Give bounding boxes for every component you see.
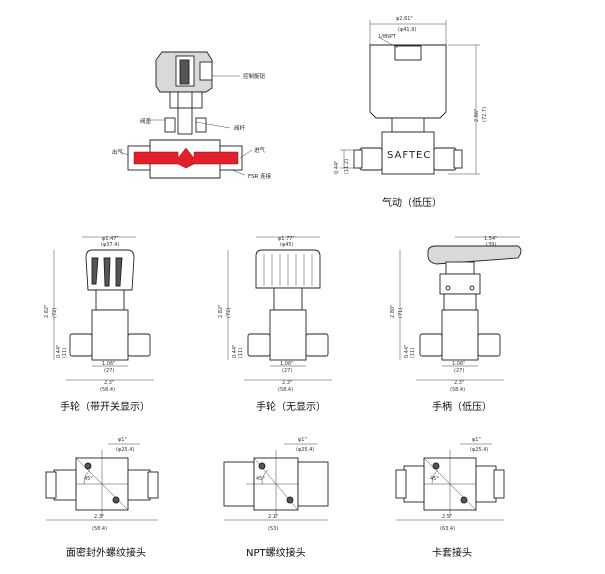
dim-ml-bottom: 2.3" [104, 380, 114, 386]
dim-mr-inner-mm: (27) [454, 368, 464, 374]
compression-fitting-top-view [395, 443, 505, 521]
dim-mr-width-mm: (39) [486, 242, 496, 248]
dim-mr-bottom-mm: (58.4) [450, 387, 465, 393]
dim-bc-width-mm: (53) [268, 526, 278, 532]
dim-pneumatic-height: 2.86" [474, 109, 480, 122]
dim-bc-width: 2.1" [268, 514, 278, 520]
caption-compression: 卡套接头 [432, 546, 472, 559]
dim-bc-dia-mm: (φ25.4) [296, 447, 314, 453]
handwheel-view [227, 236, 332, 381]
label-bonnet: 阀盖 [140, 117, 152, 125]
dim-ml-side: 0.44" [56, 345, 62, 358]
dim-br-width: 2.5" [442, 514, 452, 520]
label-stem: 阀杆 [234, 124, 246, 132]
dim-mr-height: 2.80" [390, 305, 396, 318]
dim-br-dia-mm: (φ25.4) [470, 447, 488, 453]
label-inlet: 进气 [254, 146, 266, 154]
dim-bc-dia: φ1" [298, 437, 307, 443]
dim-mc-inner-mm: (27) [282, 368, 292, 374]
label-outlet: 出气 [112, 148, 124, 156]
dim-ml-dia: φ1.47" [102, 236, 119, 242]
dim-mr-side-mm: (11) [410, 348, 416, 358]
dim-mc-height-mm: (72) [226, 308, 232, 318]
dim-mr-height-mm: (71) [398, 308, 404, 318]
handwheel-indicator-view [53, 236, 154, 381]
dim-mc-dia-mm: (φ45) [280, 242, 294, 248]
dim-mc-height: 2.82" [218, 305, 224, 318]
caption-handwheel: 手轮（无显示） [256, 400, 326, 413]
caption-pneumatic: 气动（低压） [382, 196, 442, 209]
dim-ml-side-mm: (11) [62, 348, 68, 358]
caption-handle: 手柄（低压） [432, 400, 492, 413]
npt-top-view [223, 443, 329, 521]
dim-mc-dia: φ1.77" [278, 236, 295, 242]
dim-ml-inner-mm: (27) [104, 368, 114, 374]
dim-pneumatic-height-mm: (72.7) [482, 107, 488, 122]
dim-mr-inner: 1.06" [452, 361, 465, 367]
caption-face-seal: 面密封外螺纹接头 [66, 546, 146, 559]
pneumatic-valve-view [340, 20, 480, 175]
dim-mr-bottom: 2.3" [454, 380, 464, 386]
dim-bl-width: 2.3" [94, 514, 104, 520]
dim-mc-bottom-mm: (58.4) [278, 387, 293, 393]
dim-ml-height: 2.82" [44, 305, 50, 318]
cross-section-view [119, 51, 253, 179]
caption-handwheel-indicator: 手轮（带开关显示） [60, 400, 150, 413]
dim-pneumatic-left-mm: (11.2) [344, 159, 350, 174]
dim-mr-width: 1.54" [484, 236, 497, 242]
handle-valve-view [399, 236, 522, 381]
dim-ml-inner: 1.06" [102, 361, 115, 367]
label-fsr: FSR 连接 [248, 172, 272, 180]
dim-ml-dia-mm: (φ37.4) [101, 242, 119, 248]
dim-bc-angle: 45° [256, 476, 265, 482]
dim-br-angle: 45° [430, 476, 439, 482]
dim-mc-side: 0.44" [232, 345, 238, 358]
dim-bl-dia: φ1" [118, 437, 127, 443]
dim-thread: 1/8NPT [378, 34, 397, 40]
dim-bl-width-mm: (58.4) [92, 526, 107, 532]
dim-br-width-mm: (63.4) [440, 526, 455, 532]
flow-path [133, 147, 239, 169]
dim-mc-inner: 1.06" [280, 361, 293, 367]
dim-ml-bottom-mm: (58.4) [100, 387, 115, 393]
dim-br-dia: φ1" [472, 437, 481, 443]
dim-ml-height-mm: (72) [52, 308, 58, 318]
label-knob: 控制旋钮 [243, 72, 266, 80]
dim-mr-side: 0.44" [404, 345, 410, 358]
dim-top-right-dia: φ2.61" [396, 16, 413, 22]
face-seal-top-view [45, 443, 159, 521]
dim-pneumatic-left: 0.44" [334, 161, 340, 174]
dim-bl-dia-mm: (φ25.4) [116, 447, 134, 453]
brand-label: SAFTEC [387, 150, 431, 161]
dim-bl-angle: 45° [84, 476, 93, 482]
dim-mc-side-mm: (11) [238, 348, 244, 358]
dim-mc-bottom: 2.3" [282, 380, 292, 386]
caption-npt: NPT螺纹接头 [246, 546, 306, 559]
dim-top-right-dia-mm: (φ41.9) [398, 27, 416, 33]
